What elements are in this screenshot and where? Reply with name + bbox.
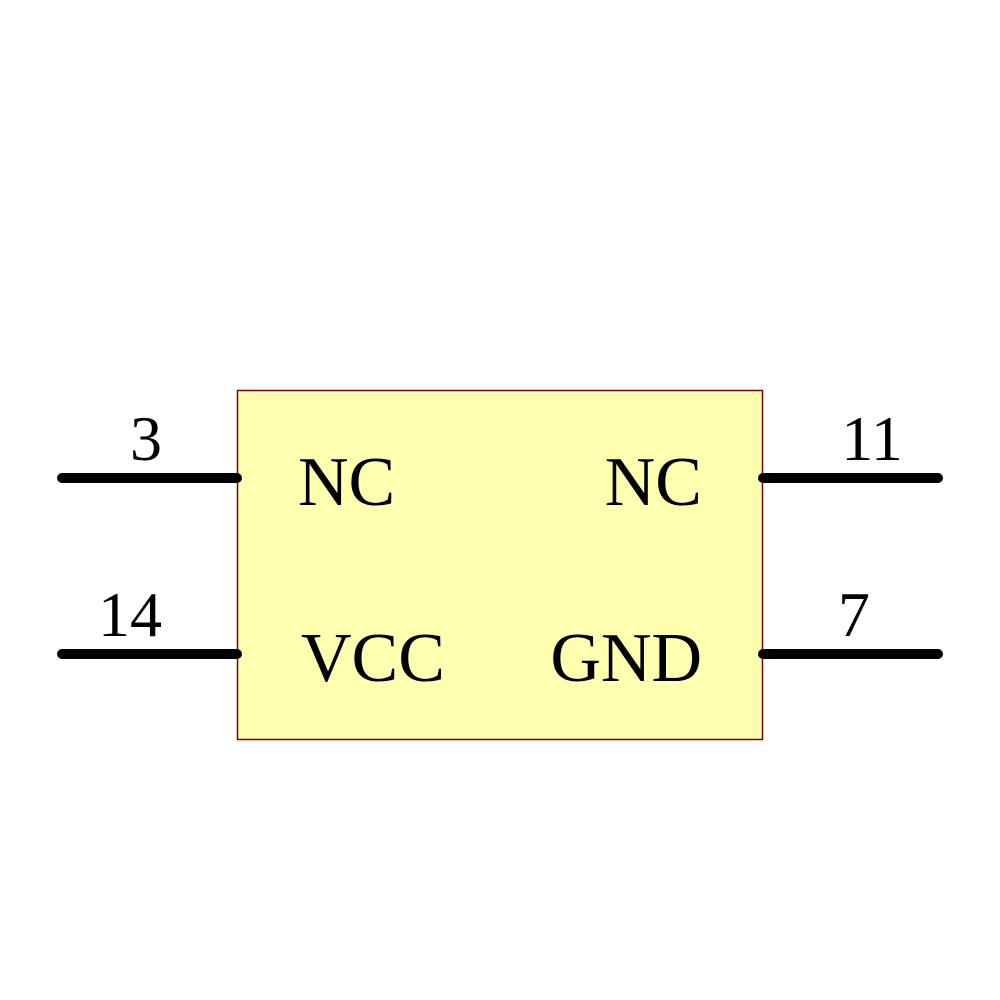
pin-11-name: NC [605, 444, 702, 521]
pin-7-name: GND [550, 620, 702, 697]
pin-14[interactable]: 14 VCC [57, 579, 445, 697]
pin-7-number: 7 [838, 579, 870, 650]
pin-3-name: NC [298, 444, 395, 521]
pin-11-number: 11 [841, 403, 903, 474]
pin-11[interactable]: 11 NC [605, 403, 943, 521]
pin-14-name: VCC [301, 620, 445, 697]
pin-3[interactable]: 3 NC [57, 403, 395, 521]
pin-7[interactable]: 7 GND [550, 579, 943, 697]
pin-14-number: 14 [98, 579, 162, 650]
pin-3-number: 3 [130, 403, 162, 474]
component-body[interactable] [236, 389, 764, 741]
